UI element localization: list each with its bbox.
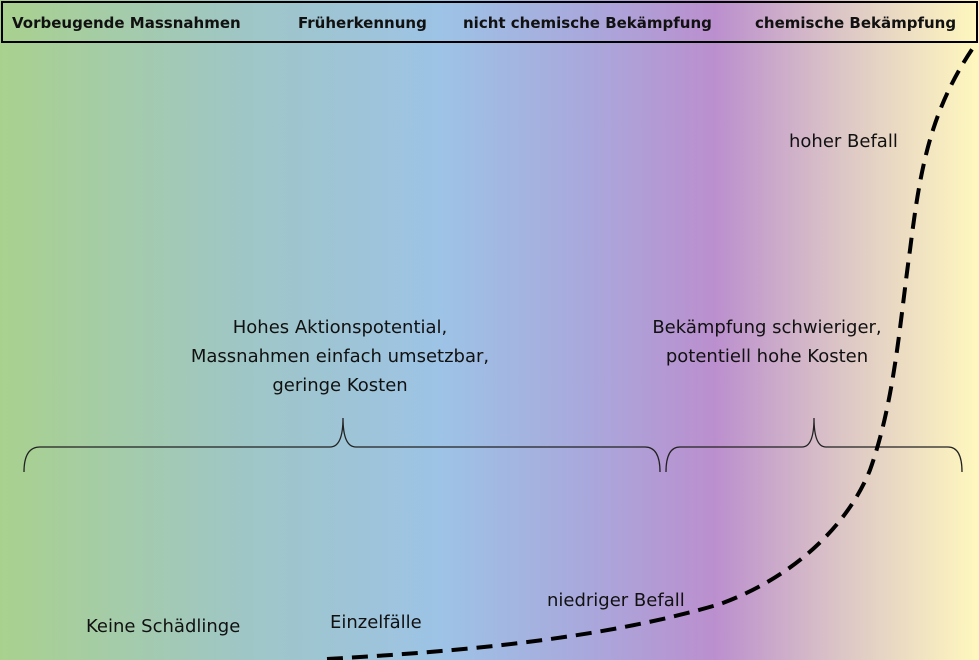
phase-chemical: chemische Bekämpfung <box>755 14 957 32</box>
phase-header: Vorbeugende Massnahmen Früherkennung nic… <box>1 1 978 43</box>
left-brace <box>23 417 661 473</box>
phase-preventive: Vorbeugende Massnahmen <box>12 14 241 32</box>
note-line: Hohes Aktionspotential, <box>232 317 448 338</box>
phase-non-chemical: nicht chemische Bekämpfung <box>463 14 712 32</box>
note-line: geringe Kosten <box>272 375 408 396</box>
label-single-cases: Einzelfälle <box>330 612 422 633</box>
note-line: potentiell hohe Kosten <box>665 346 869 367</box>
right-brace-note: Bekämpfung schwieriger, potentiell hohe … <box>632 313 902 371</box>
infestation-curve <box>326 43 977 660</box>
phase-early-detection: Früherkennung <box>298 14 427 32</box>
label-low-infestation: niedriger Befall <box>547 590 685 611</box>
label-no-pests: Keine Schädlinge <box>86 616 241 637</box>
right-brace <box>665 417 963 473</box>
left-brace-note: Hohes Aktionspotential, Massnahmen einfa… <box>180 313 500 400</box>
label-high-infestation: hoher Befall <box>789 131 898 152</box>
note-line: Bekämpfung schwieriger, <box>652 317 882 338</box>
note-line: Massnahmen einfach umsetzbar, <box>190 346 490 367</box>
